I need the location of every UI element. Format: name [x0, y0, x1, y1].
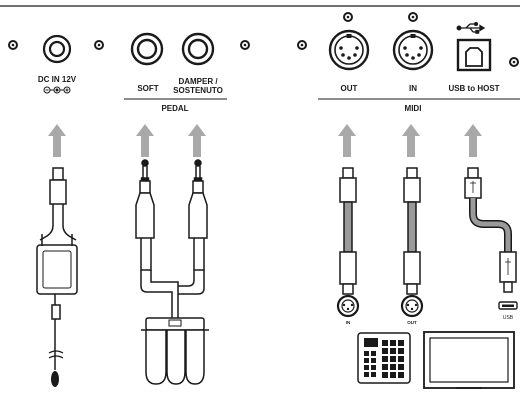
soft-pedal-jack[interactable] [130, 32, 164, 66]
usb-plug-label: USB [503, 315, 514, 321]
midi-group-label: MIDI [405, 104, 422, 113]
midi-plug-in-label: IN [346, 320, 351, 325]
midi-in-label: IN [409, 84, 417, 93]
screw-icon [94, 40, 104, 50]
usb-cable [464, 167, 518, 310]
pedal-unit [141, 317, 209, 385]
screw-icon [408, 12, 418, 22]
screw-icon [297, 40, 307, 50]
pedal-cable [140, 270, 205, 318]
midi-in-port[interactable] [392, 29, 434, 71]
usb-to-host-port[interactable] [456, 38, 492, 72]
arrow-up-icon [48, 124, 66, 157]
screw-icon [240, 40, 250, 50]
arrow-up-icon [402, 124, 420, 157]
damper-label-line2: SOSTENUTO [173, 86, 223, 95]
midi-out-port[interactable] [328, 29, 370, 71]
damper-pedal-jack[interactable] [181, 32, 215, 66]
ac-adapter-cable [36, 167, 78, 387]
screw-icon [509, 57, 519, 67]
arrow-up-icon [136, 124, 154, 157]
midi-plug-out-label: OUT [407, 320, 417, 325]
soft-pedal-plug [135, 159, 155, 271]
arrow-up-icon [338, 124, 356, 157]
midi-out-cable [336, 167, 360, 318]
dc-in-label: DC IN 12V [38, 75, 77, 84]
arrow-up-icon [464, 124, 482, 157]
soft-label: SOFT [137, 84, 158, 93]
screw-icon [343, 12, 353, 22]
computer-monitor-icon [423, 331, 515, 389]
screw-icon [8, 40, 18, 50]
usb-to-host-label: USB to HOST [448, 84, 499, 93]
midi-in-cable [400, 167, 424, 318]
pedal-group-label: PEDAL [161, 104, 188, 113]
arrow-up-icon [188, 124, 206, 157]
midi-device-icon [357, 332, 411, 384]
damper-pedal-plug [188, 159, 208, 271]
dc-in-jack[interactable] [42, 34, 72, 64]
midi-out-label: OUT [341, 84, 358, 93]
usb-symbol-icon [456, 21, 486, 34]
dc-polarity-icon [43, 86, 71, 94]
damper-label-line1: DAMPER / [178, 77, 218, 86]
